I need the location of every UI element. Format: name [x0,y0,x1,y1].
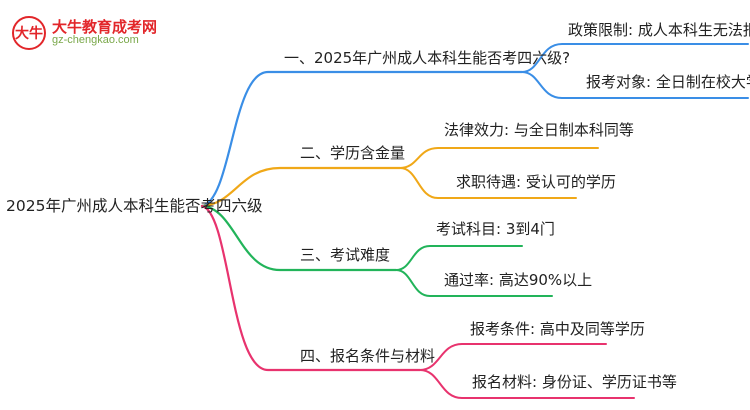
connector-leaf-3-2 [395,269,553,297]
connector-branch-4 [200,204,422,372]
connector-branch-3 [200,204,398,272]
connector-leaf-2-2 [399,167,577,199]
connector-branch-1 [200,70,524,208]
logo-name: 大牛教育成考网 [52,18,158,36]
leaf-1-2: 报考对象: 全日制在校大学生 [586,73,750,91]
connector-leaf-4-2 [419,369,635,399]
leaf-4-1: 报考条件: 高中及同等学历 [470,320,645,338]
leaf-4-2: 报名材料: 身份证、学历证书等 [472,373,677,391]
connector-leaf-3-1 [395,245,523,271]
connector-leaf-1-2 [521,71,749,99]
leaf-2-2: 求职待遇: 受认可的学历 [456,173,616,191]
branch-3-label: 三、考试难度 [300,246,391,264]
logo-mark-icon: 大牛 [12,16,46,50]
connector-leaf-2-1 [399,147,599,169]
root-node: 2025年广州成人本科生能否考四六级 [6,197,263,215]
leaf-2-1: 法律效力: 与全日制本科同等 [444,121,634,139]
connector-branch-2 [200,166,402,208]
connector-leaf-4-1 [419,343,607,371]
branch-1-label: 一、2025年广州成人本科生能否考四六级? [284,49,571,67]
leaf-3-1: 考试科目: 3到4门 [436,220,555,238]
branch-2-label: 二、学历含金量 [300,144,406,162]
leaf-3-2: 通过率: 高达90%以上 [444,271,593,289]
connector-leaf-1-1 [521,43,749,73]
logo: 大牛 大牛教育成考网 gz-chengkao.com [8,14,188,50]
branch-4-label: 四、报名条件与材料 [300,347,436,365]
logo-url: gz-chengkao.com [52,34,139,46]
